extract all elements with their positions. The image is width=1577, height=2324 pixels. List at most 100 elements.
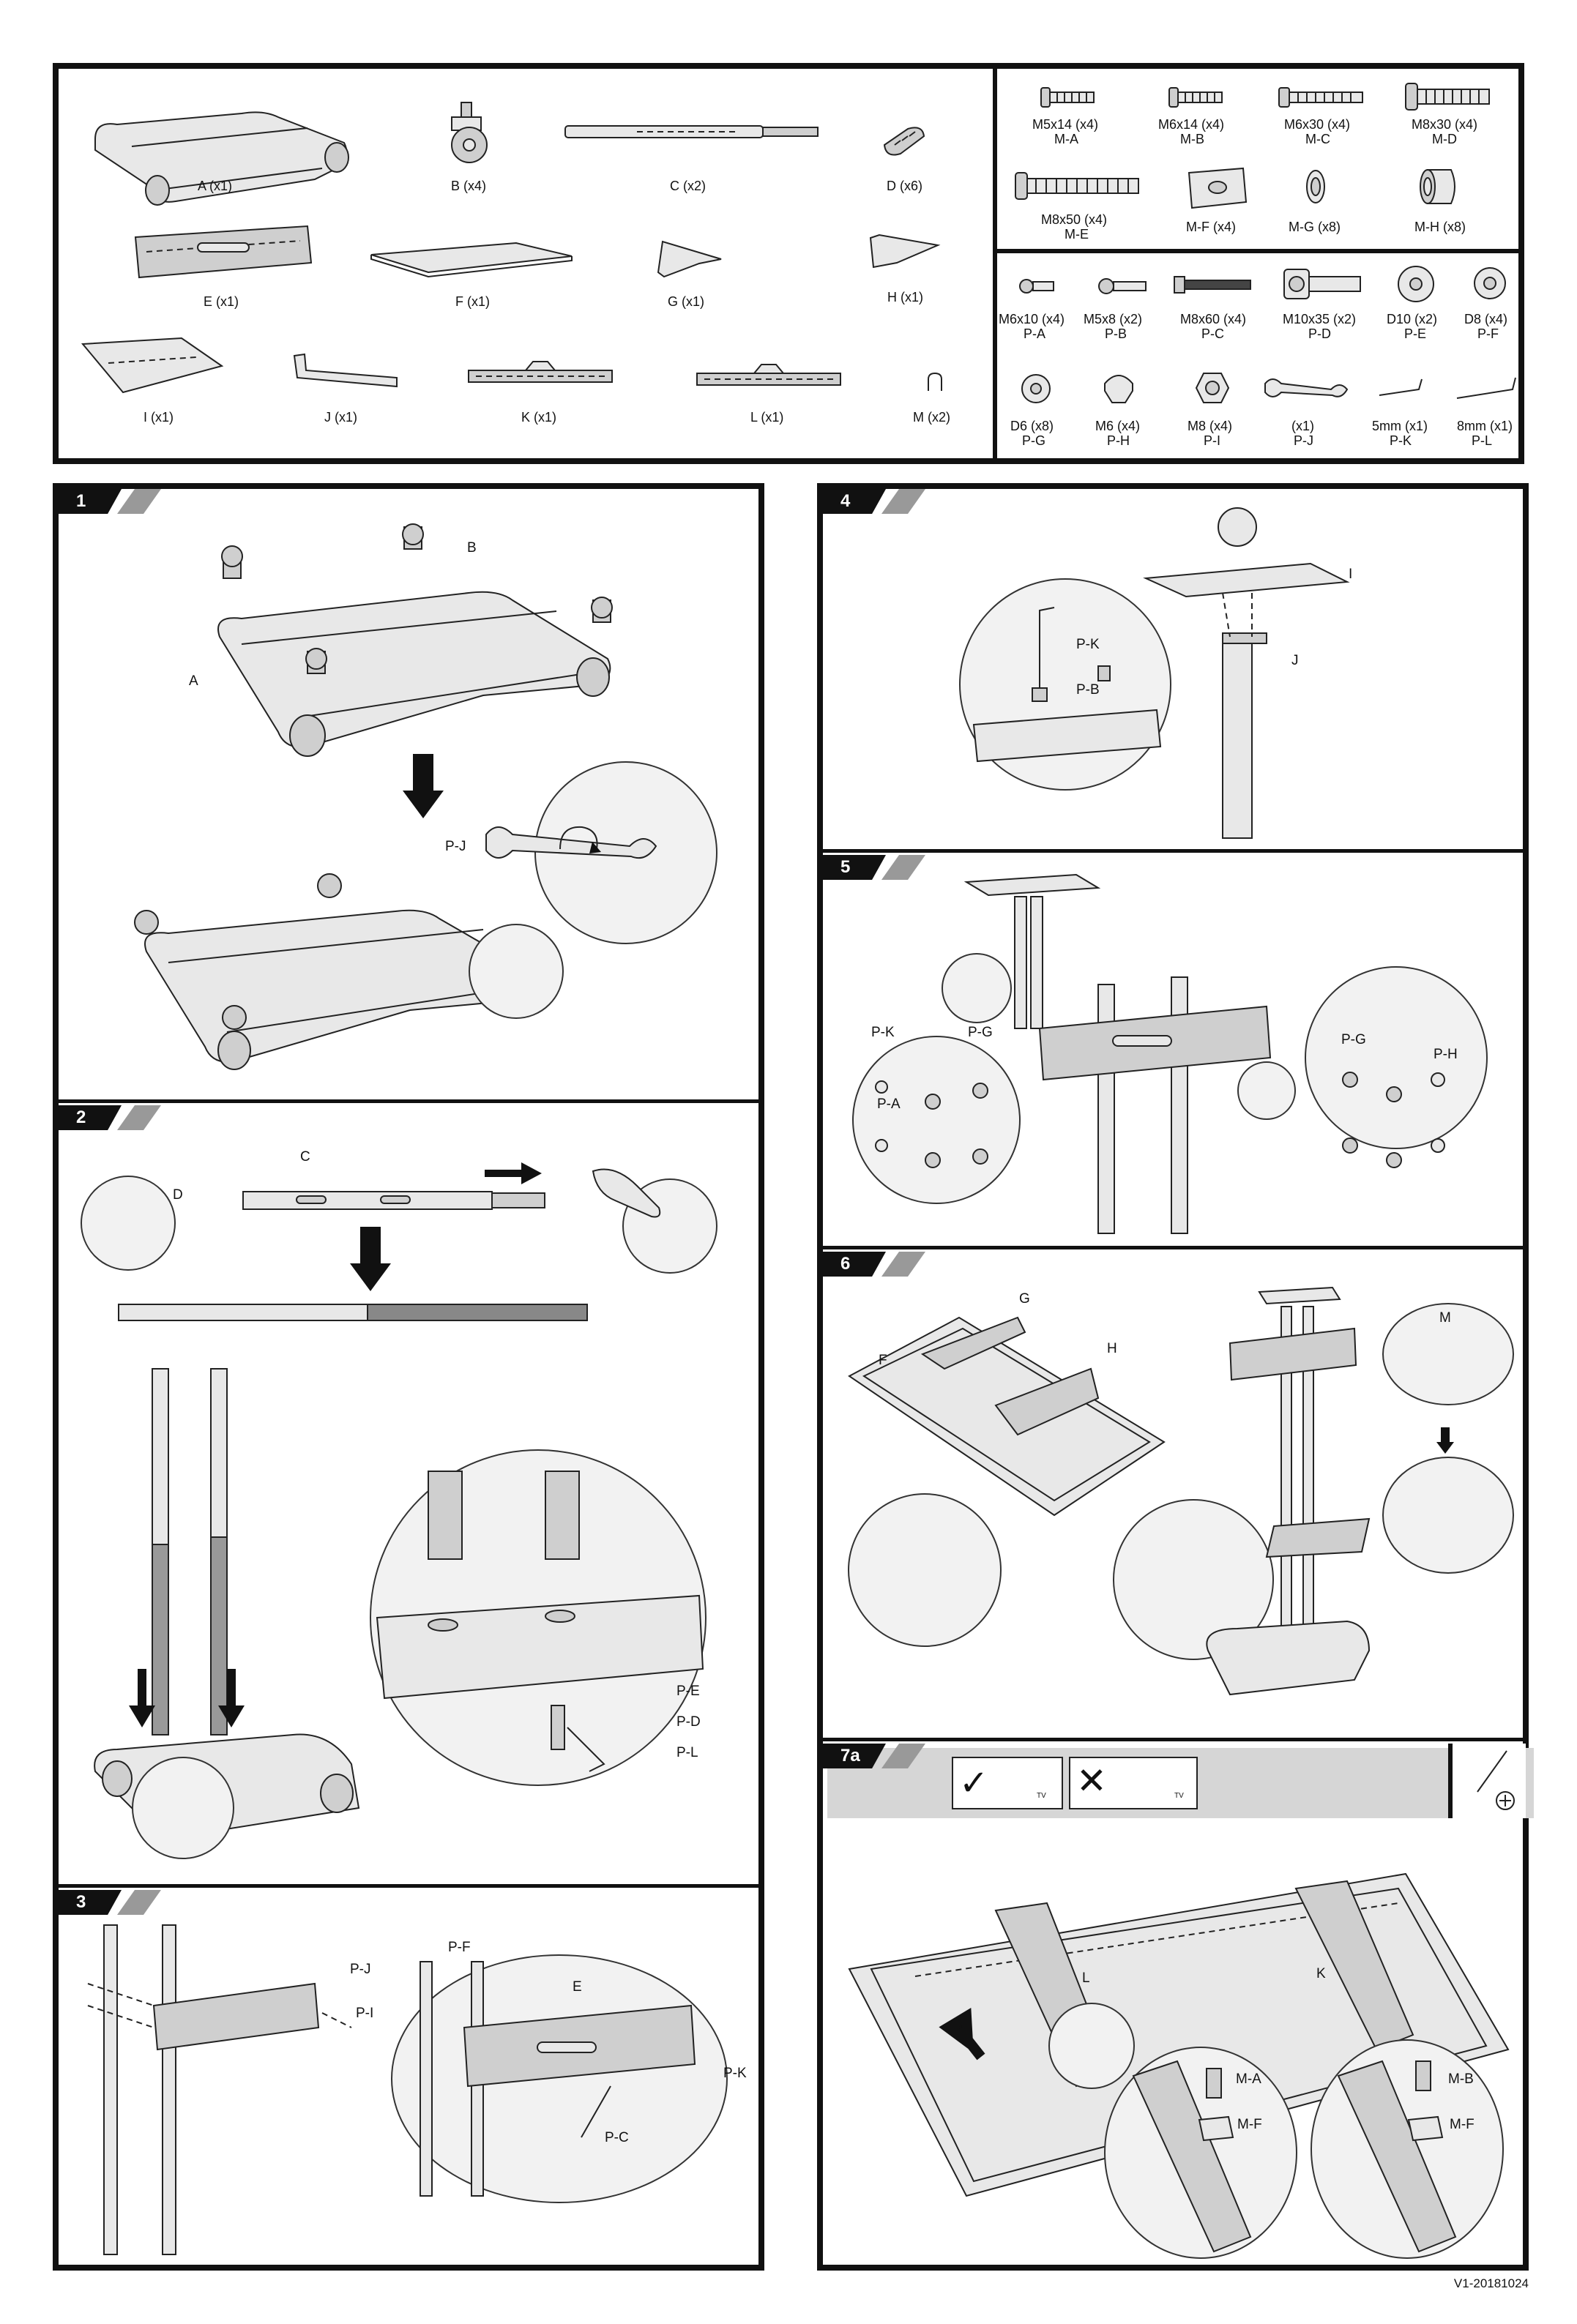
step7a-screw-detail [1132,2060,1457,2253]
hw-code: M-D [1432,132,1457,146]
hw-size: D10 (x2) [1387,312,1438,326]
hw-size: (x1) [1291,419,1314,433]
step6-zoom-left [848,1493,1002,1647]
hw-code: M-A [1054,132,1078,146]
screw-icon [1278,87,1363,108]
screw-icon [1040,87,1095,108]
spacer-icon [1306,170,1325,203]
callout: P-C [605,2130,629,2145]
screw-icon [1168,87,1223,108]
parts-divider [993,66,997,461]
step-divider [820,1246,1526,1249]
hw-code: P-A [1024,326,1046,341]
part-label-l: L (x1) [750,410,784,425]
down-arrow-icon [1436,1427,1454,1454]
part-label-e: E (x1) [204,294,239,309]
step6-zoom-shelf [1382,1457,1514,1574]
incorrect-mounting-icon: ✕ TV [1069,1757,1198,1809]
callout: P-J [445,839,466,854]
step1-zoom-caster [469,924,564,1019]
hw-size: M-G (x8) [1289,220,1341,234]
hw-code: M-E [1065,227,1089,242]
step-divider [56,1884,761,1888]
hw-size: 5mm (x1) [1372,419,1428,433]
vesa-arm-icon [468,361,613,383]
hw-code: P-H [1107,433,1130,448]
callout: L [1082,1970,1090,1986]
part-label-k: K (x1) [521,410,557,425]
callout: P-F [448,1940,471,1955]
hw-size: M10x35 (x2) [1283,312,1357,326]
step5-zoom-right [1305,966,1488,1149]
hw-code: P-I [1204,433,1221,448]
step1-base-assembled [134,873,538,1070]
cross-icon: ✕ [1076,1760,1107,1801]
washer-icon [1474,267,1506,299]
hw-size: M6x10 (x4) [999,312,1065,326]
rotate-arrow-icon [559,826,601,853]
part-label-f: F (x1) [455,294,490,309]
hook-icon [928,372,942,391]
part-label-b: B (x4) [451,179,487,193]
hw-code: P-D [1308,326,1331,341]
hw-code: P-L [1472,433,1493,448]
washer-icon [1398,266,1434,302]
callout: F [879,1353,887,1368]
hw-code: P-F [1477,326,1499,341]
step5-zoom-top [942,953,1012,1023]
part-label-g: G (x1) [668,294,705,309]
tv-label: TV [1037,1792,1046,1800]
screw-icon [1405,83,1490,111]
part-label-i: I (x1) [143,410,174,425]
wrench-icon [485,826,657,859]
step5-stand [963,873,1272,1234]
part-label-h: H (x1) [887,290,923,304]
callout: P-G [968,1025,993,1040]
hw-code: P-B [1105,326,1127,341]
hw-code: M-B [1180,132,1204,146]
part-label-c: C (x2) [670,179,706,193]
callout: K [1316,1966,1326,1981]
hw-size: M5x14 (x4) [1032,117,1099,132]
step2-poles-on-base [94,1368,360,1839]
callout: D [173,1187,183,1203]
callout: P-A [877,1096,901,1112]
hardware-divider [993,249,1521,253]
part-label-m: M (x2) [913,410,950,425]
allen-key-icon [1456,377,1516,399]
step6-zoom-hook [1382,1303,1514,1405]
wrench-icon [1264,378,1349,397]
step2-pole-top [242,1191,545,1210]
pole-icon [564,125,819,138]
bolt-icon [1283,269,1361,299]
version-label: V1-20181024 [1453,2276,1529,2290]
hand-icon [592,1168,661,1218]
step5-zoom-small [1237,1061,1296,1120]
down-arrow-icon [350,1227,391,1291]
callout: J [1291,653,1299,668]
step1-base-with-casters [217,523,613,757]
step7a-zoom-small [1048,2003,1135,2089]
callout: P-G [1341,1032,1366,1047]
step3-zoom-crossbar [391,1954,728,2203]
hw-size: M6x30 (x4) [1284,117,1351,132]
correct-mounting-icon: ✓ TV [952,1757,1063,1809]
callout: P-K [871,1025,895,1040]
part-label-d: D (x6) [887,179,922,193]
step2-zoom-bolt-small [132,1757,234,1859]
callout: P-E [676,1684,700,1699]
hw-size: M8x50 (x4) [1041,212,1108,227]
hw-size: M6 (x4) [1095,419,1141,433]
callout: P-D [676,1714,701,1730]
hw-size: M5x8 (x2) [1084,312,1143,326]
callout: P-H [1434,1047,1458,1062]
callout: M-A [1236,2071,1261,2087]
step-divider [820,849,1526,853]
hw-code: M-C [1305,132,1330,146]
hw-size: D6 (x8) [1010,419,1054,433]
callout: E [573,1979,582,1995]
hw-code: P-C [1201,326,1224,341]
step2-pole-extended [118,1304,588,1321]
hw-size: M-H (x8) [1414,220,1466,234]
step6-shelf-assembly [848,1316,1166,1517]
